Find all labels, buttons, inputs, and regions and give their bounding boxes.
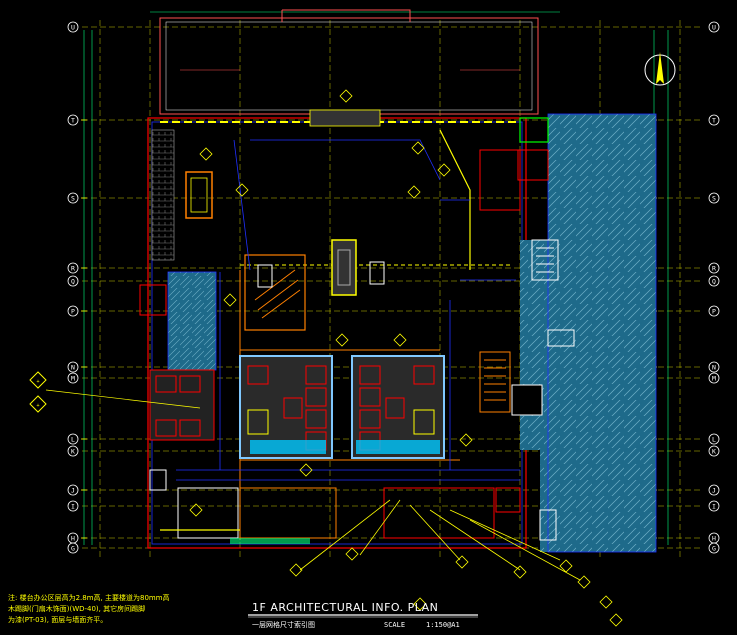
svg-text:+: + bbox=[36, 379, 39, 385]
grid-label-left-h: H bbox=[71, 535, 75, 543]
scale-value: 1:150@A1 bbox=[426, 621, 460, 629]
grid-bubble-left-t bbox=[67, 114, 79, 126]
grid-label-right-s: S bbox=[712, 195, 716, 203]
grid-label-right-r: R bbox=[712, 265, 716, 273]
scale-label: SCALE bbox=[384, 621, 405, 629]
entrance-canopy bbox=[159, 9, 539, 115]
drawing-subtitle: 一层网格尺寸索引图 bbox=[252, 620, 315, 629]
north-arrow-icon bbox=[644, 52, 676, 86]
grid-bubble-right-t bbox=[708, 114, 720, 126]
grid-bubble-left-r bbox=[67, 262, 79, 274]
brick-wall bbox=[151, 129, 175, 261]
grid-label-right-h: H bbox=[712, 535, 716, 543]
grid-bubble-left-s bbox=[67, 192, 79, 204]
svg-text:+: + bbox=[36, 403, 39, 409]
grid-label-left-l: L bbox=[71, 436, 75, 444]
grid-label-left-n: N bbox=[71, 364, 75, 372]
grid-bubble-right-r bbox=[708, 262, 720, 274]
grid-bubbles-right: U T S RQ P NM LK JI HG bbox=[708, 21, 720, 554]
hatched-area-left bbox=[167, 271, 217, 371]
note-line-2: 木踢脚(门扇木饰面)(WD-40), 其它房间踢脚 bbox=[8, 605, 146, 613]
grid-label-left-i: I bbox=[71, 503, 75, 511]
grid-bubble-left-j bbox=[67, 484, 79, 496]
grid-bubble-left-i bbox=[67, 500, 79, 512]
grid-label-left-m: M bbox=[71, 375, 75, 383]
grid-label-left-t: T bbox=[71, 117, 75, 125]
grid-label-right-q: Q bbox=[712, 278, 716, 286]
central-room-left bbox=[239, 355, 333, 459]
room-tags bbox=[189, 89, 473, 517]
grid-bubble-right-n bbox=[708, 361, 720, 373]
grid-bubble-left-q bbox=[67, 275, 79, 287]
drawing-title: 1F ARCHITECTURAL INFO. PLAN bbox=[252, 601, 438, 614]
grid-label-right-l: L bbox=[712, 436, 716, 444]
grid-bubble-right-u bbox=[708, 21, 720, 33]
grid-label-right-j: J bbox=[712, 487, 716, 495]
hatched-area-right bbox=[520, 113, 657, 553]
grid-bubble-left-l bbox=[67, 433, 79, 445]
grid-bubble-left-g bbox=[67, 542, 79, 554]
grid-label-left-q: Q bbox=[71, 278, 75, 286]
title-block: 1F ARCHITECTURAL INFO. PLAN 一层网格尺寸索引图 SC… bbox=[248, 601, 478, 629]
central-stair bbox=[244, 239, 385, 331]
grid-label-left-p: P bbox=[71, 308, 75, 316]
grid-bubble-left-u bbox=[67, 21, 79, 33]
grid-label-right-g: G bbox=[712, 545, 716, 553]
grid-bubble-left-m bbox=[67, 372, 79, 384]
grid-bubble-right-q bbox=[708, 275, 720, 287]
grid-bubble-right-s bbox=[708, 192, 720, 204]
grid-bubbles-left: U T S RQ P NM LK JI HG bbox=[67, 21, 79, 554]
grid-bubble-right-i bbox=[708, 500, 720, 512]
right-stair-cores bbox=[479, 117, 575, 541]
note-line-3: 为漆(PT-03), 面层与墙面齐平。 bbox=[8, 616, 108, 624]
left-service-rooms bbox=[139, 284, 215, 491]
grid-label-right-k: K bbox=[712, 448, 716, 456]
lower-rooms bbox=[160, 487, 495, 544]
grid-bubble-left-n bbox=[67, 361, 79, 373]
grid-label-right-t: T bbox=[712, 117, 716, 125]
grid-label-left-u: U bbox=[71, 24, 75, 32]
bottom-callouts bbox=[289, 499, 623, 627]
grid-label-left-g: G bbox=[71, 545, 75, 553]
grid-bubble-left-p bbox=[67, 305, 79, 317]
grid-bubble-left-k bbox=[67, 445, 79, 457]
grid-label-right-p: P bbox=[712, 308, 716, 316]
grid-label-right-i: I bbox=[712, 503, 716, 511]
note-line-1: 注: 楼台办公区层高为2.8m高, 主要楼道为80mm高 bbox=[8, 594, 170, 602]
grid-label-left-s: S bbox=[71, 195, 75, 203]
central-room-right bbox=[351, 355, 445, 459]
grid-label-right-n: N bbox=[712, 364, 716, 372]
grid-label-left-r: R bbox=[71, 265, 75, 273]
grid-bubble-right-p bbox=[708, 305, 720, 317]
grid-bubble-right-j bbox=[708, 484, 720, 496]
general-notes: 注: 楼台办公区层高为2.8m高, 主要楼道为80mm高 木踢脚(门扇木饰面)(… bbox=[8, 593, 208, 626]
grid-bubble-right-l bbox=[708, 433, 720, 445]
reception-desk bbox=[185, 109, 381, 219]
grid-label-left-k: K bbox=[71, 448, 75, 456]
grid-bubble-right-g bbox=[708, 542, 720, 554]
grid-label-left-j: J bbox=[71, 487, 75, 495]
left-callouts: + + bbox=[29, 371, 201, 413]
blue-partition-lines bbox=[176, 139, 520, 481]
grid-bubble-right-k bbox=[708, 445, 720, 457]
grid-label-right-u: U bbox=[712, 24, 716, 32]
grid-label-right-m: M bbox=[712, 375, 716, 383]
grid-bubble-right-m bbox=[708, 372, 720, 384]
